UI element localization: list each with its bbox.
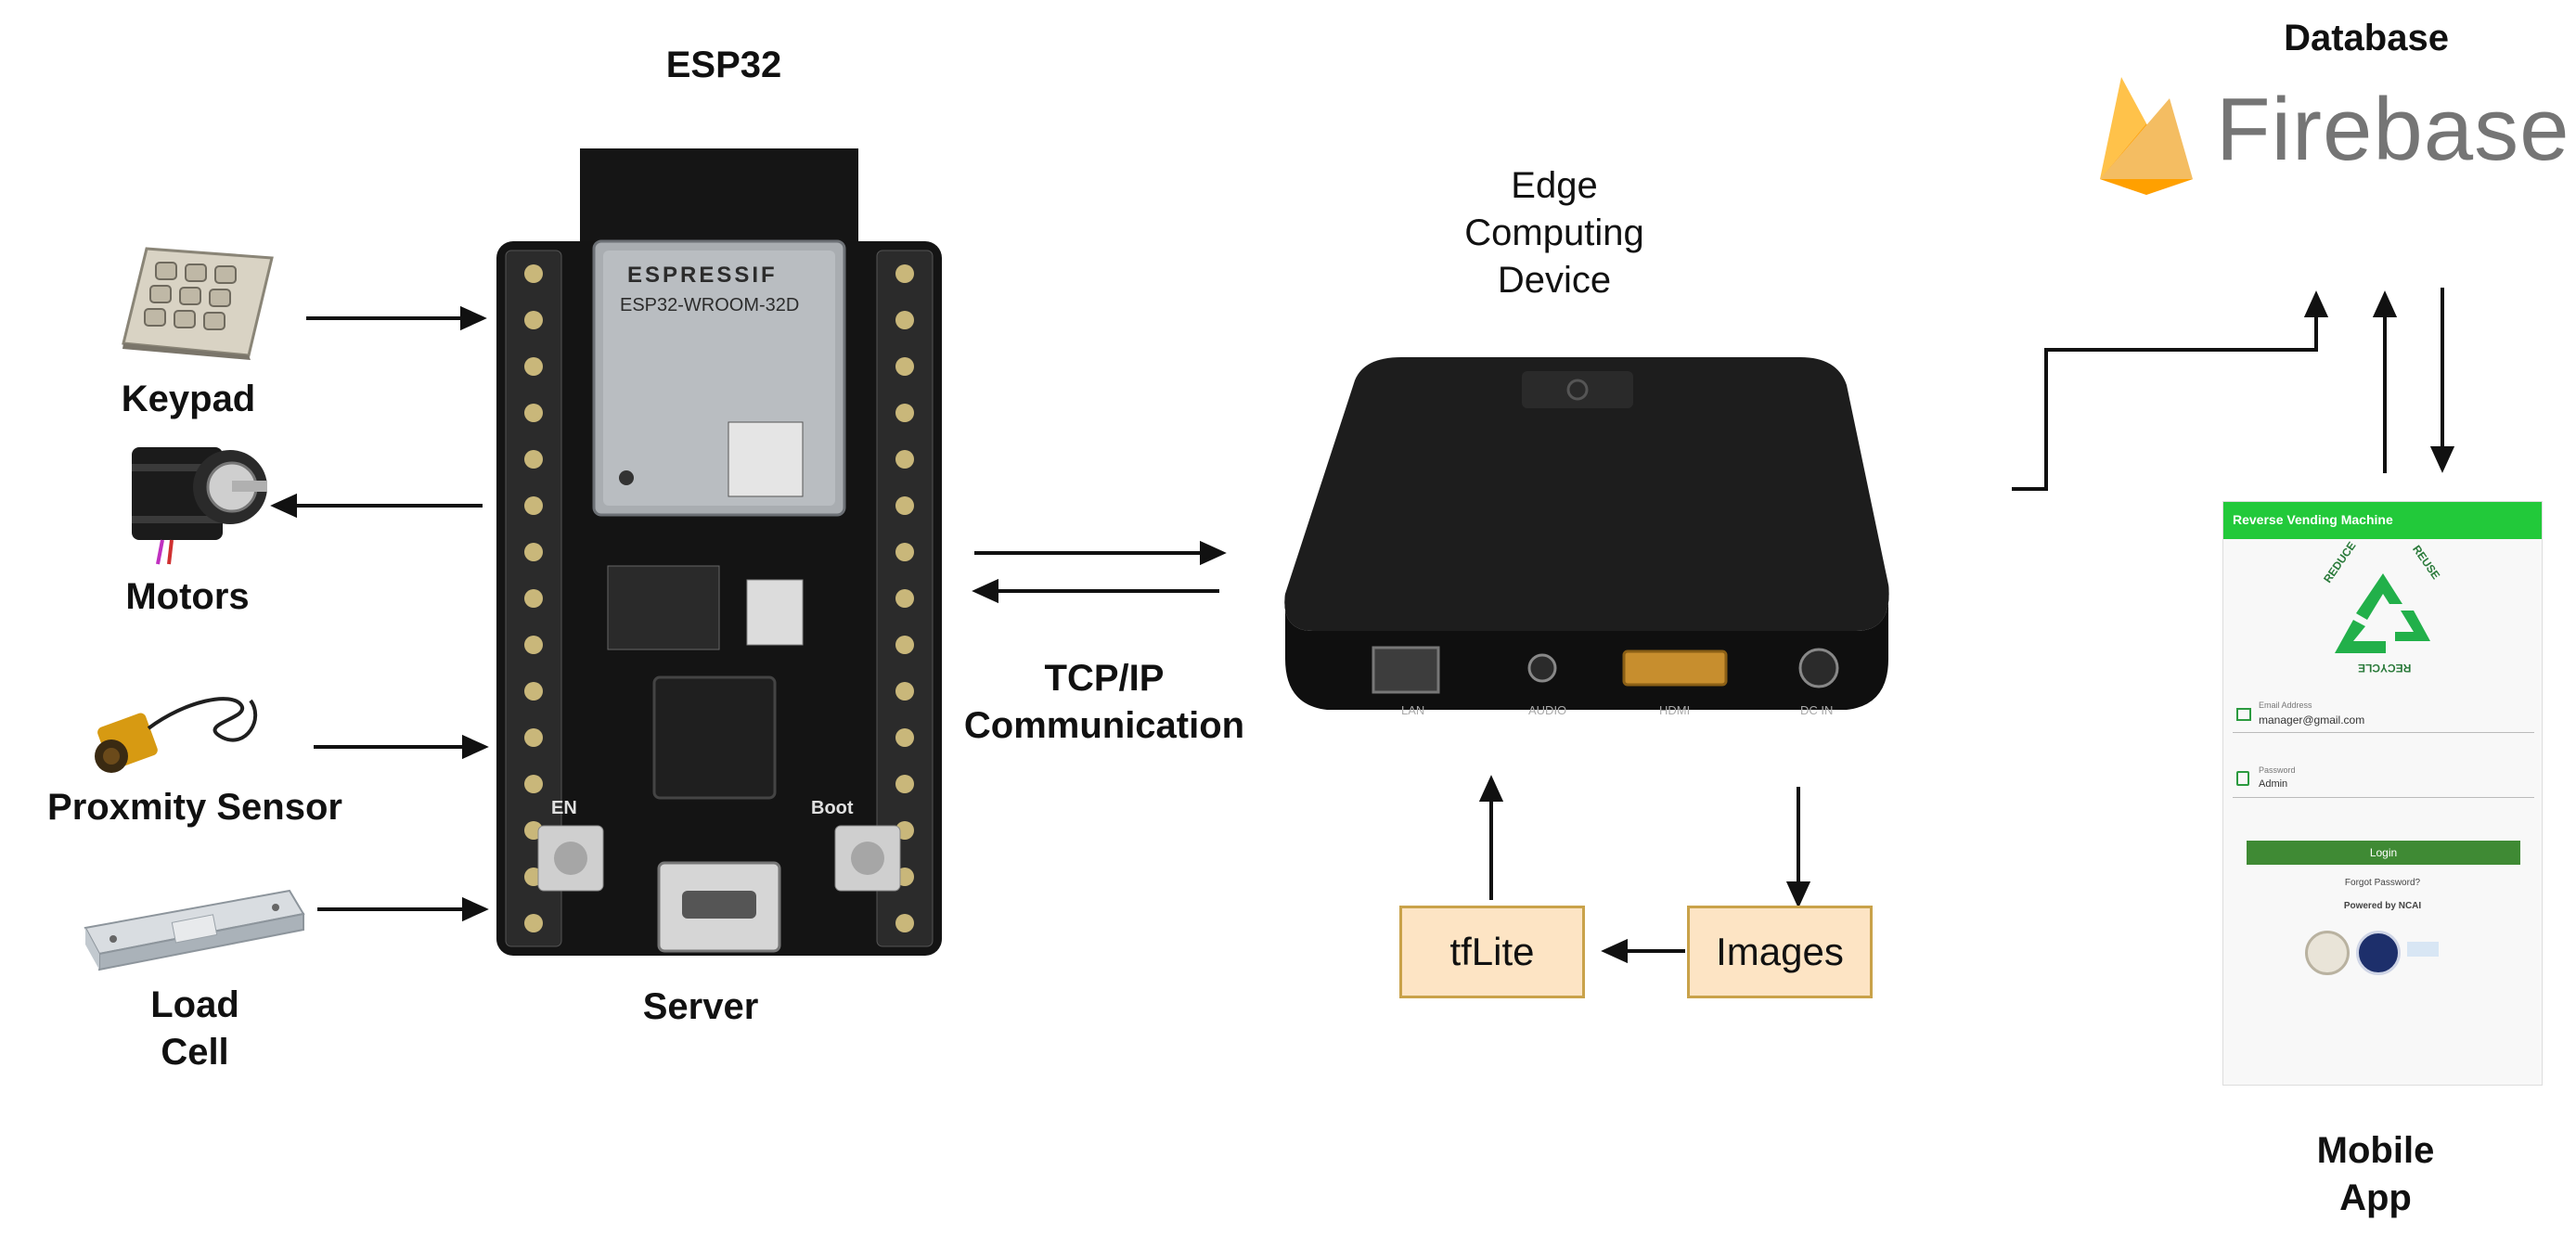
tflite-to-edge-arrow [1478,775,1504,900]
esp32-model-text: ESP32-WROOM-32D [620,295,800,315]
en-button-label: EN [551,798,577,818]
port-dc-in: DC IN [1800,703,1834,717]
partner-logo-1-icon [2305,931,2350,975]
port-lan: LAN [1401,703,1425,717]
keypad-label: Keypad [121,379,256,419]
mobile-app-screenshot: Reverse Vending Machine REDUCE REUSE REC… [2222,501,2543,1086]
proximity-sensor-image [95,697,258,773]
tcpip-label: TCP/IP Communication [937,655,1271,750]
esp32-to-motors-arrow [270,493,483,519]
mobile-app-label: Mobile App [2273,1127,2478,1222]
app-header-title: Reverse Vending Machine [2233,512,2393,527]
edge-to-firebase-arrow [2012,290,2329,491]
proximity-sensor-label: Proxmity Sensor [47,787,342,828]
email-underline [2233,732,2534,733]
edge-to-esp32-arrow [972,578,1219,604]
edge-device-label: Edge Computing Device [1448,162,1661,305]
tflite-box: tfLite [1399,906,1585,998]
recycle-logo-icon [2335,573,2430,653]
esp32-title: ESP32 [665,45,782,85]
database-label: Database [2284,18,2449,58]
tcpip-line1: TCP/IP [1044,658,1165,699]
partner-logo-2-icon [2356,931,2401,975]
login-button[interactable]: Login [2247,841,2520,865]
password-value: Admin [2259,778,2288,790]
email-icon [2236,708,2251,721]
mobile-app-line1: Mobile [2316,1130,2435,1171]
lock-icon [2236,771,2249,786]
firebase-to-app-arrow [2429,288,2455,473]
load-cell-line2: Cell [161,1032,229,1074]
email-value: manager@gmail.com [2259,714,2365,726]
edge-to-images-arrow [1785,787,1811,908]
password-underline [2233,797,2534,798]
esp32-board-image [496,148,942,956]
keypad-image [122,247,274,360]
loadcell-to-esp32-arrow [317,896,489,922]
app-header-bar [2223,502,2542,539]
firebase-flame-icon [2100,77,2193,195]
partner-logo-3-icon [2407,942,2439,957]
edge-line3: Device [1497,260,1612,302]
password-label: Password [2259,765,2296,775]
server-label: Server [642,986,759,1027]
edge-line1: Edge [1511,165,1598,206]
proximity-to-esp32-arrow [314,734,489,760]
motors-label: Motors [125,576,250,617]
images-box: Images [1687,906,1873,998]
edge-line2: Computing [1464,212,1644,254]
logo-word-recycle: RECYCLE [2358,662,2412,675]
tcpip-line2: Communication [963,705,1245,747]
mobile-app-line2: App [2339,1177,2412,1219]
esp32-to-edge-arrow [974,540,1227,566]
edge-computing-device-image [1284,357,1889,710]
forgot-password-link[interactable]: Forgot Password? [2344,878,2421,888]
powered-by-text: Powered by NCAI [2343,901,2422,911]
email-label: Email Address [2259,701,2312,710]
keypad-to-esp32-arrow [306,305,487,331]
load-cell-label: Load Cell [121,982,269,1076]
motor-image [132,447,267,565]
boot-button-label: Boot [811,798,854,818]
port-hdmi: HDMI [1659,703,1691,717]
load-cell-image [84,889,305,971]
app-to-firebase-arrow [2372,290,2398,473]
firebase-logo-text: Firebase [2216,80,2570,179]
esp32-brand-text: ESPRESSIF [627,263,778,288]
login-button-label: Login [2369,846,2398,859]
load-cell-line1: Load [150,984,239,1025]
port-audio: AUDIO [1528,703,1567,717]
images-to-tflite-arrow [1601,938,1685,964]
